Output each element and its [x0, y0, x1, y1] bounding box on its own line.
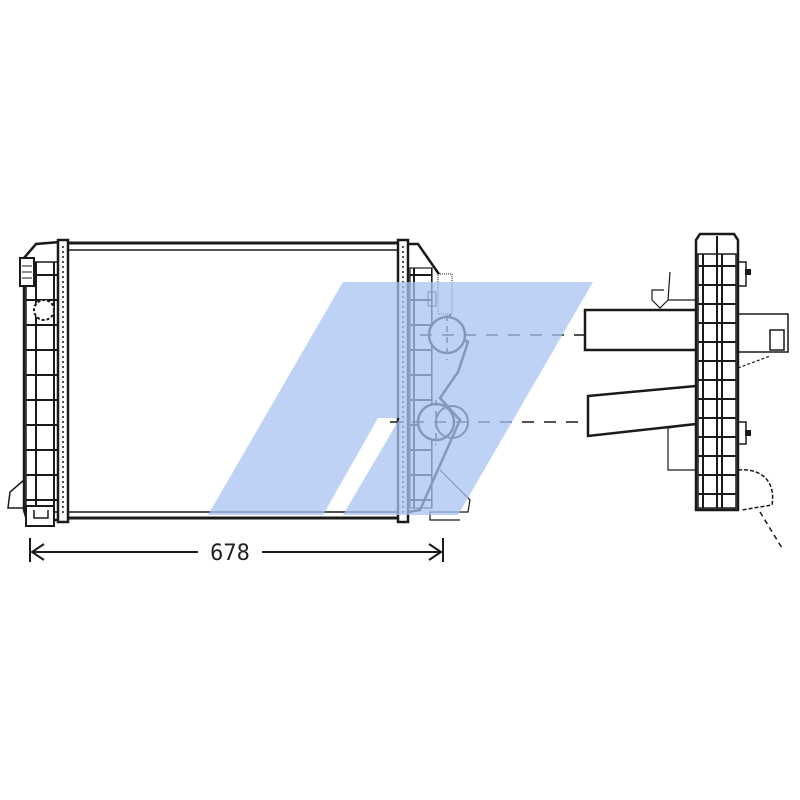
left-tank: [7, 240, 62, 527]
inlet-pipe-lower: [586, 384, 697, 438]
inlet-pipe-upper: [583, 308, 696, 352]
side-view: [583, 232, 789, 549]
dimension-label: 678: [210, 541, 250, 566]
arrow-right-icon: [428, 543, 443, 561]
arrow-left-icon: [30, 543, 45, 561]
width-dimension: [29, 538, 444, 562]
watermark-logo: [208, 282, 593, 515]
